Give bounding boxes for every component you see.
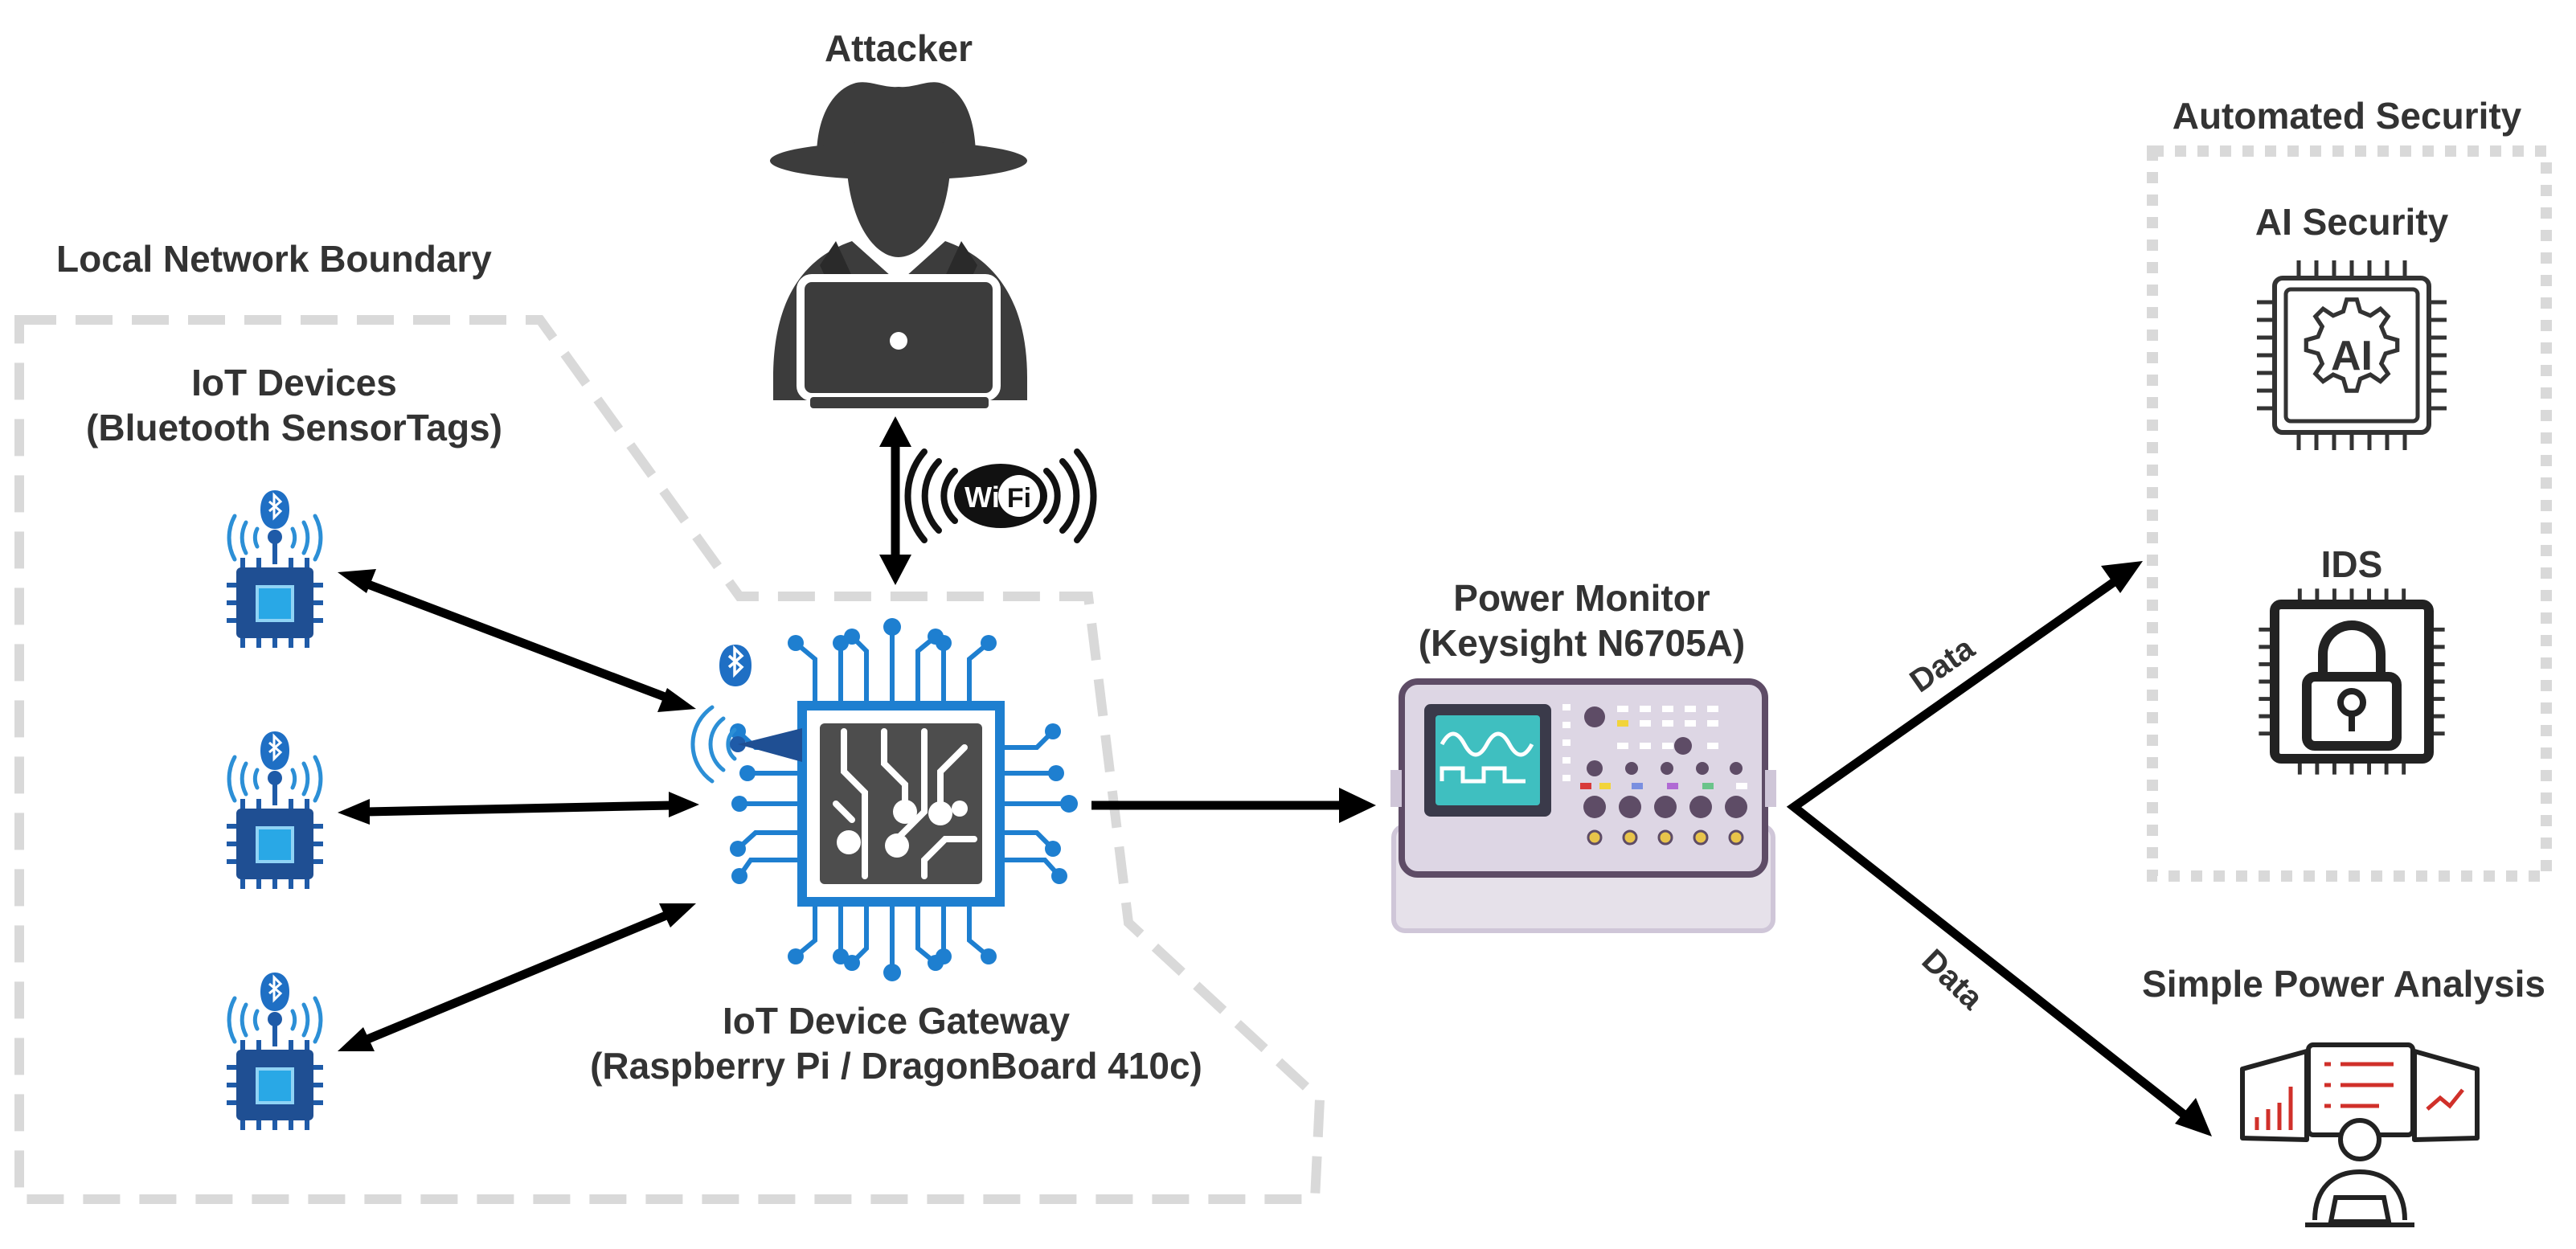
attacker-label: Attacker — [824, 27, 973, 69]
local-network-boundary-label: Local Network Boundary — [56, 238, 492, 280]
power-monitor-label: Power Monitor — [1453, 577, 1710, 619]
svg-text:Wi: Wi — [964, 481, 1000, 514]
ai-gear-chip-icon: AI — [2257, 260, 2447, 450]
svg-text:AI: AI — [2331, 333, 2373, 379]
automated-security-boundary — [2147, 145, 2552, 882]
bluetooth-icon — [690, 645, 802, 784]
device-links — [338, 569, 699, 1051]
oscilloscope-icon — [1390, 678, 1776, 933]
gateway-label: IoT Device Gateway — [722, 1000, 1071, 1042]
iot-devices-label: IoT Devices — [191, 362, 397, 403]
wifi-icon: Wi Fi — [904, 448, 1097, 543]
simple-power-analysis-label: Simple Power Analysis — [2142, 963, 2545, 1005]
padlock-chip-icon — [2259, 588, 2444, 774]
data-flow-arrows — [1786, 561, 2212, 1136]
iot-device-icon — [227, 490, 323, 648]
analyst-monitors-icon — [2240, 1042, 2480, 1227]
gateway-sublabel: (Raspberry Pi / DragonBoard 410c) — [590, 1045, 1202, 1087]
iot-device-icon — [227, 973, 323, 1130]
iot-device-icon — [227, 731, 323, 889]
svg-text:Fi: Fi — [1007, 483, 1031, 514]
iot-devices-sublabel: (Bluetooth SensorTags) — [86, 407, 502, 448]
hacker-laptop-icon — [770, 82, 1027, 408]
ids-label: IDS — [2320, 543, 2383, 585]
attacker-link-arrow — [879, 416, 911, 585]
power-monitor-sublabel: (Keysight N6705A) — [1418, 622, 1746, 664]
data-label-upper: Data — [1903, 630, 1981, 699]
ai-security-label: AI Security — [2255, 201, 2449, 243]
circuit-board-chip-icon — [690, 618, 1078, 981]
automated-security-label: Automated Security — [2172, 95, 2522, 137]
local-network-boundary — [14, 315, 1325, 1204]
gateway-to-monitor-arrow — [1091, 788, 1376, 823]
